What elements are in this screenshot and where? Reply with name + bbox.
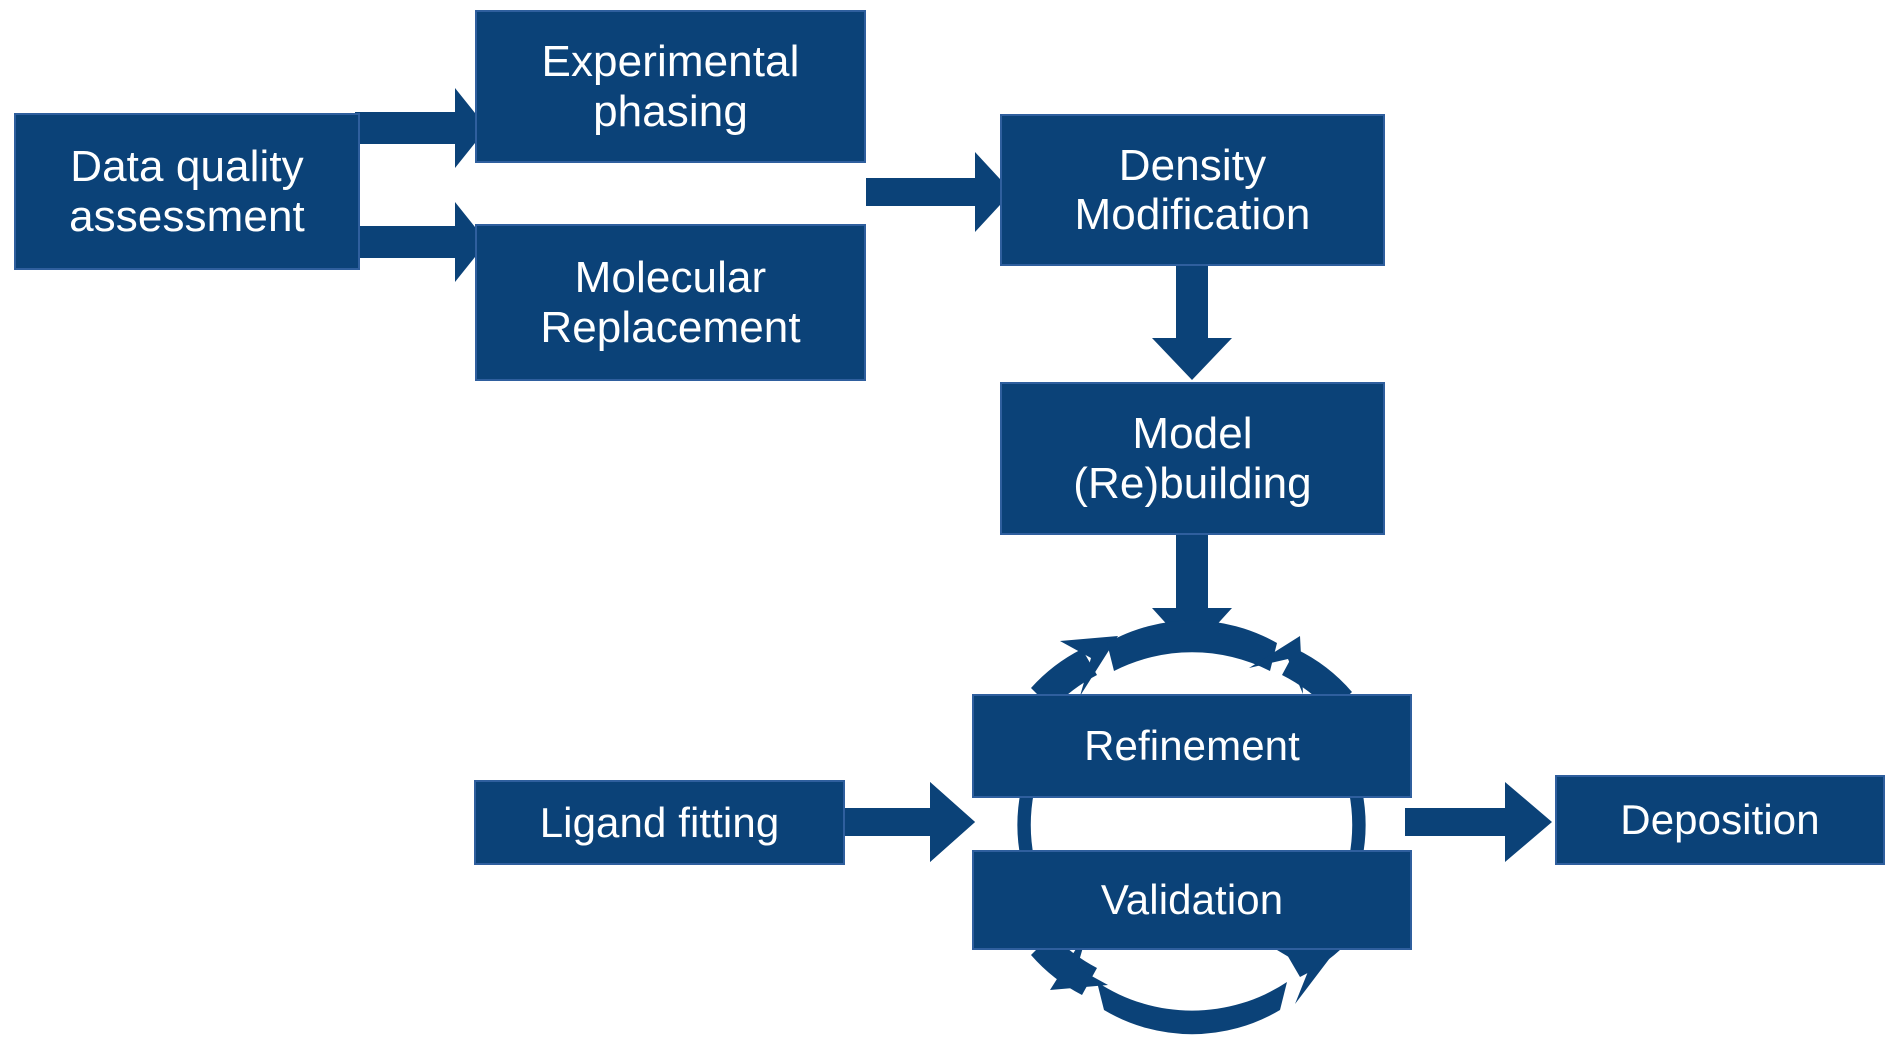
node-density-modification[interactable]: Density Modification xyxy=(1000,114,1385,266)
cycle-arc-right xyxy=(1349,790,1366,860)
node-data-quality-assessment[interactable]: Data quality assessment xyxy=(14,113,360,270)
arrow-phasing-to-density-modification xyxy=(866,152,1012,232)
arrow-data-quality-to-experimental-phasing xyxy=(355,88,487,168)
arrow-density-modification-to-model-rebuilding xyxy=(1152,264,1232,380)
node-molecular-replacement[interactable]: Molecular Replacement xyxy=(475,224,866,381)
node-experimental-phasing[interactable]: Experimental phasing xyxy=(475,10,866,163)
cycle-arc-left xyxy=(1017,790,1034,860)
cycle-arrowhead-top-left-icon xyxy=(1060,636,1118,696)
arrow-data-quality-to-molecular-replacement xyxy=(355,202,487,282)
cycle-arrowhead-top-right-icon xyxy=(1249,636,1303,694)
node-ligand-fitting[interactable]: Ligand fitting xyxy=(474,780,845,865)
node-refinement[interactable]: Refinement xyxy=(972,694,1412,798)
cycle-arrowhead-bottom-left-icon xyxy=(1050,930,1108,990)
cycle-arc-bottom-center xyxy=(1097,982,1287,1035)
node-model-rebuilding[interactable]: Model (Re)building xyxy=(1000,382,1385,535)
node-deposition[interactable]: Deposition xyxy=(1555,775,1885,865)
node-validation[interactable]: Validation xyxy=(972,850,1412,950)
cycle-arc-top-center xyxy=(1107,620,1277,671)
